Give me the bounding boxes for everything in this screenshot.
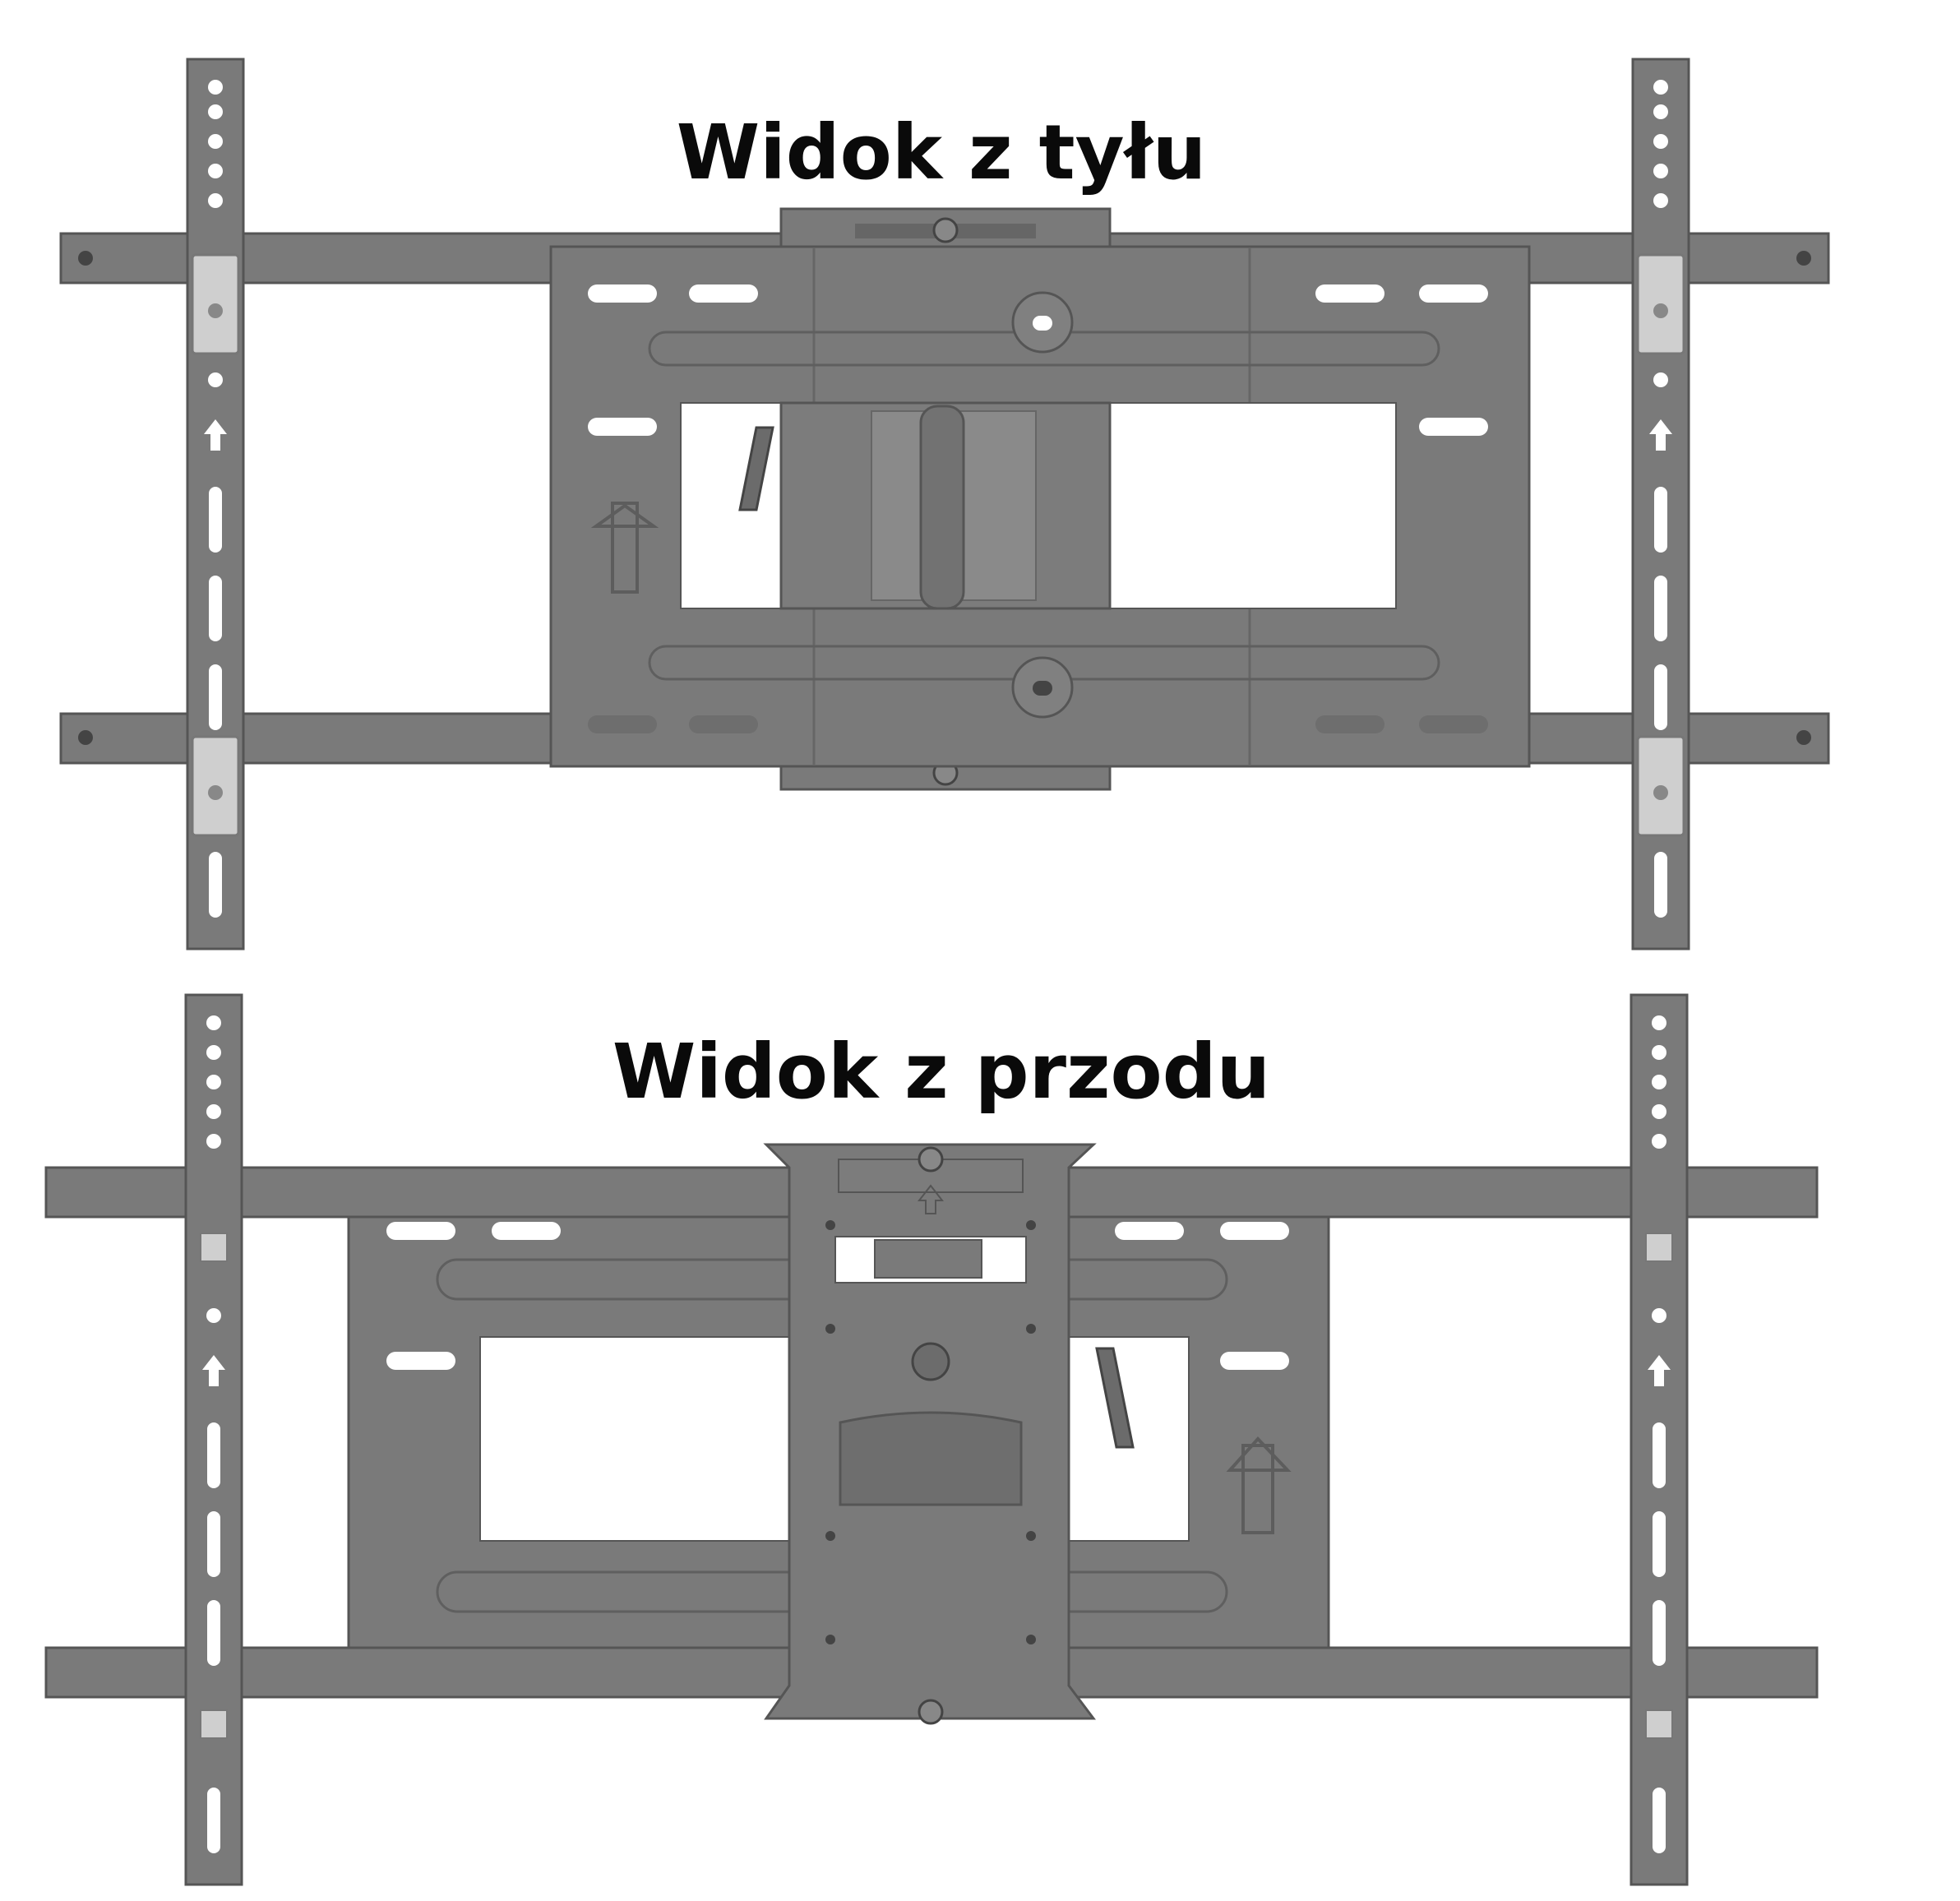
back-view-title: Widok z tyłu xyxy=(676,109,1207,197)
front-left-vertical-rail xyxy=(184,993,243,1886)
front-tv-bracket xyxy=(763,1143,1097,1725)
back-right-vertical-rail xyxy=(1631,58,1690,950)
front-view-title: Widok z przodu xyxy=(612,1028,1271,1116)
back-arm-mechanism xyxy=(738,401,1112,610)
front-right-vertical-rail xyxy=(1629,993,1689,1886)
back-view-mount-illustration xyxy=(59,58,1830,950)
back-left-vertical-rail xyxy=(186,58,245,950)
